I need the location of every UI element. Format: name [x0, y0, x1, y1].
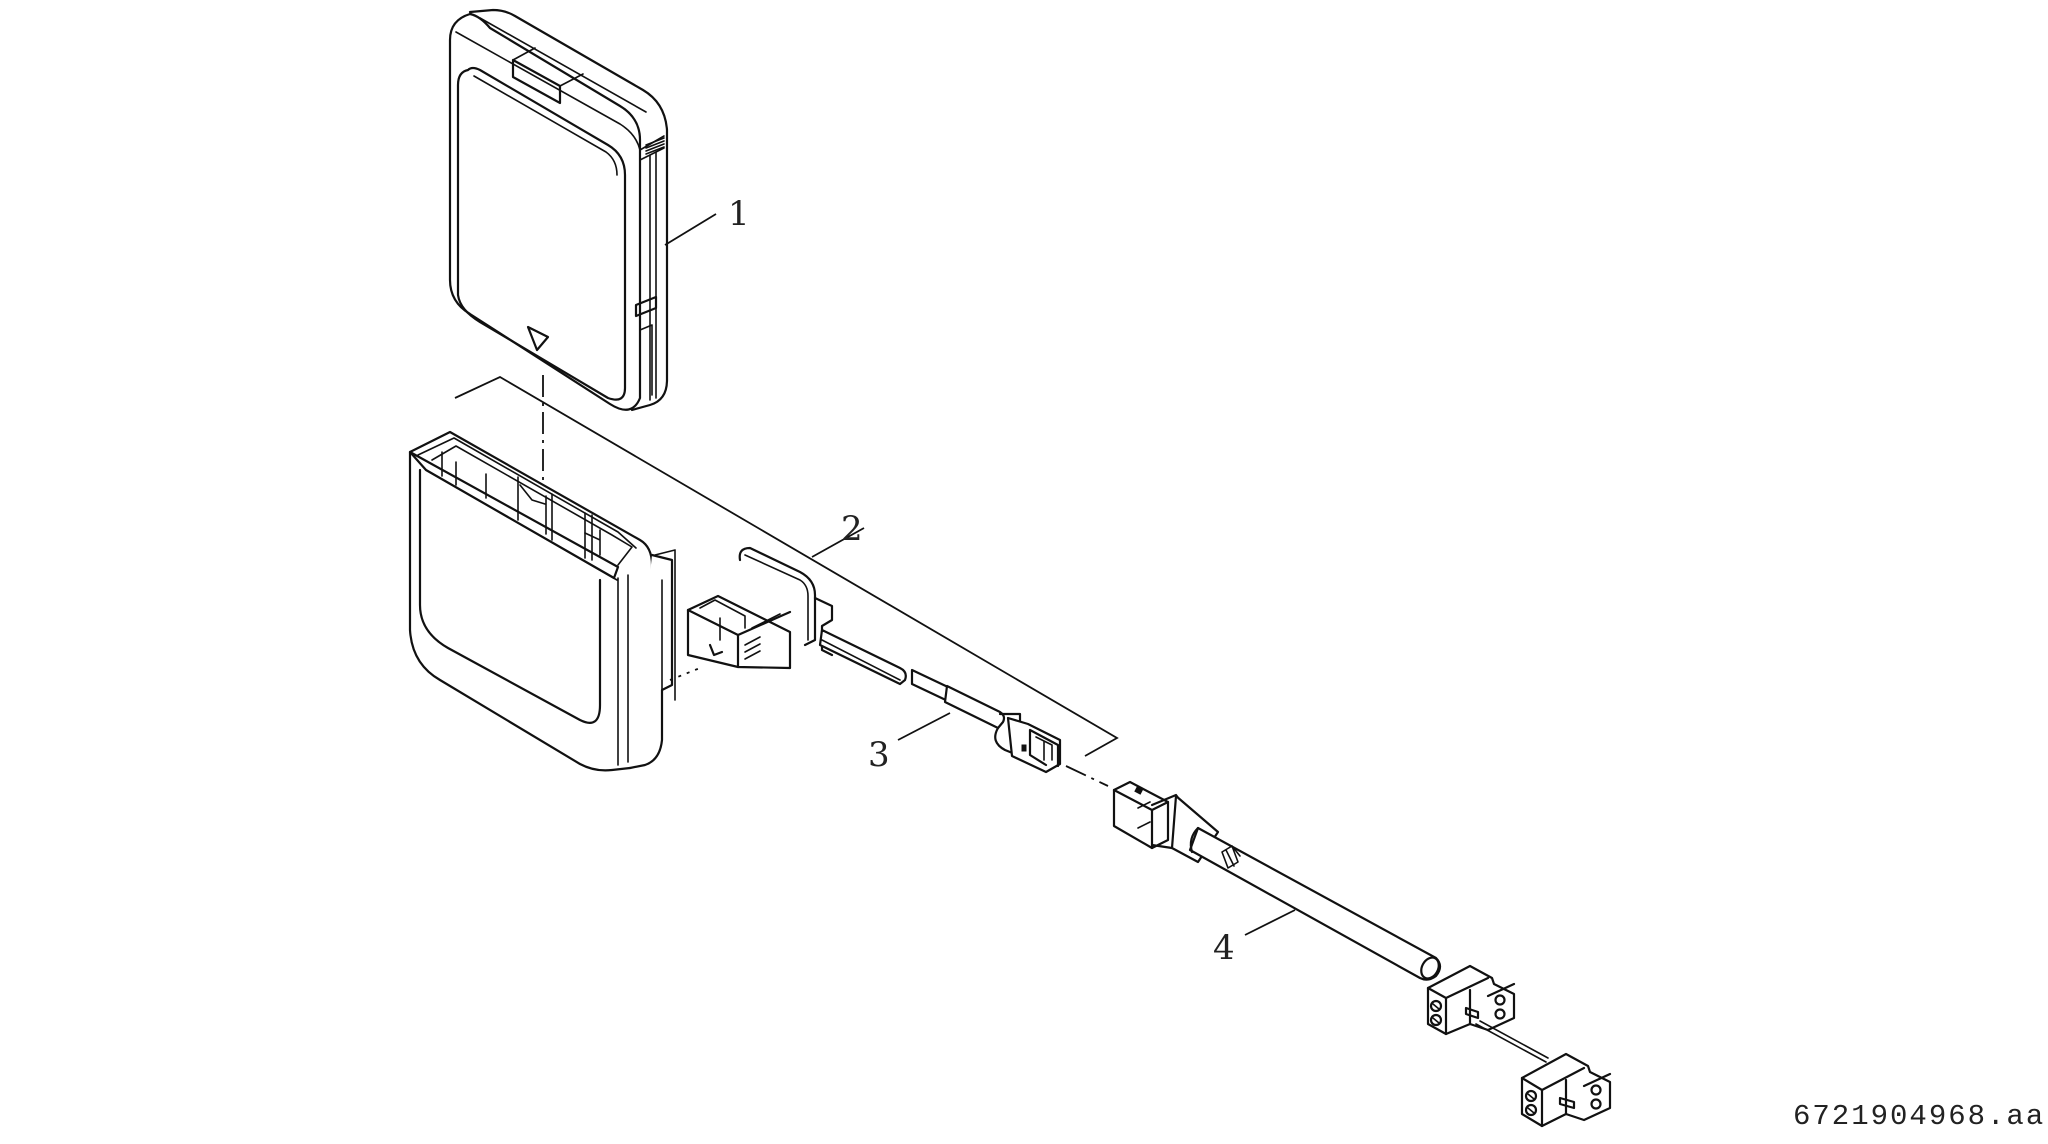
leader-line-2 [811, 527, 865, 558]
callout-4: 4 [1213, 928, 1235, 968]
callout-3: 3 [868, 735, 890, 775]
part-2-housing [408, 430, 701, 772]
document-id: 6721904968.aa [1793, 1100, 2046, 1133]
leader-line-1 [664, 213, 717, 246]
plug-axis-line [1065, 765, 1109, 787]
part-3-plug-cable [910, 668, 1062, 774]
callout-2: 2 [841, 509, 863, 549]
part-1-device-cover [448, 8, 669, 412]
part-2-connector-board [686, 546, 907, 686]
leader-line-3 [897, 712, 951, 741]
part-4-connection-cable [1112, 780, 1612, 1128]
assembly-bracket [454, 375, 1119, 757]
leader-line-4 [1244, 909, 1296, 936]
callout-1: 1 [728, 194, 750, 234]
